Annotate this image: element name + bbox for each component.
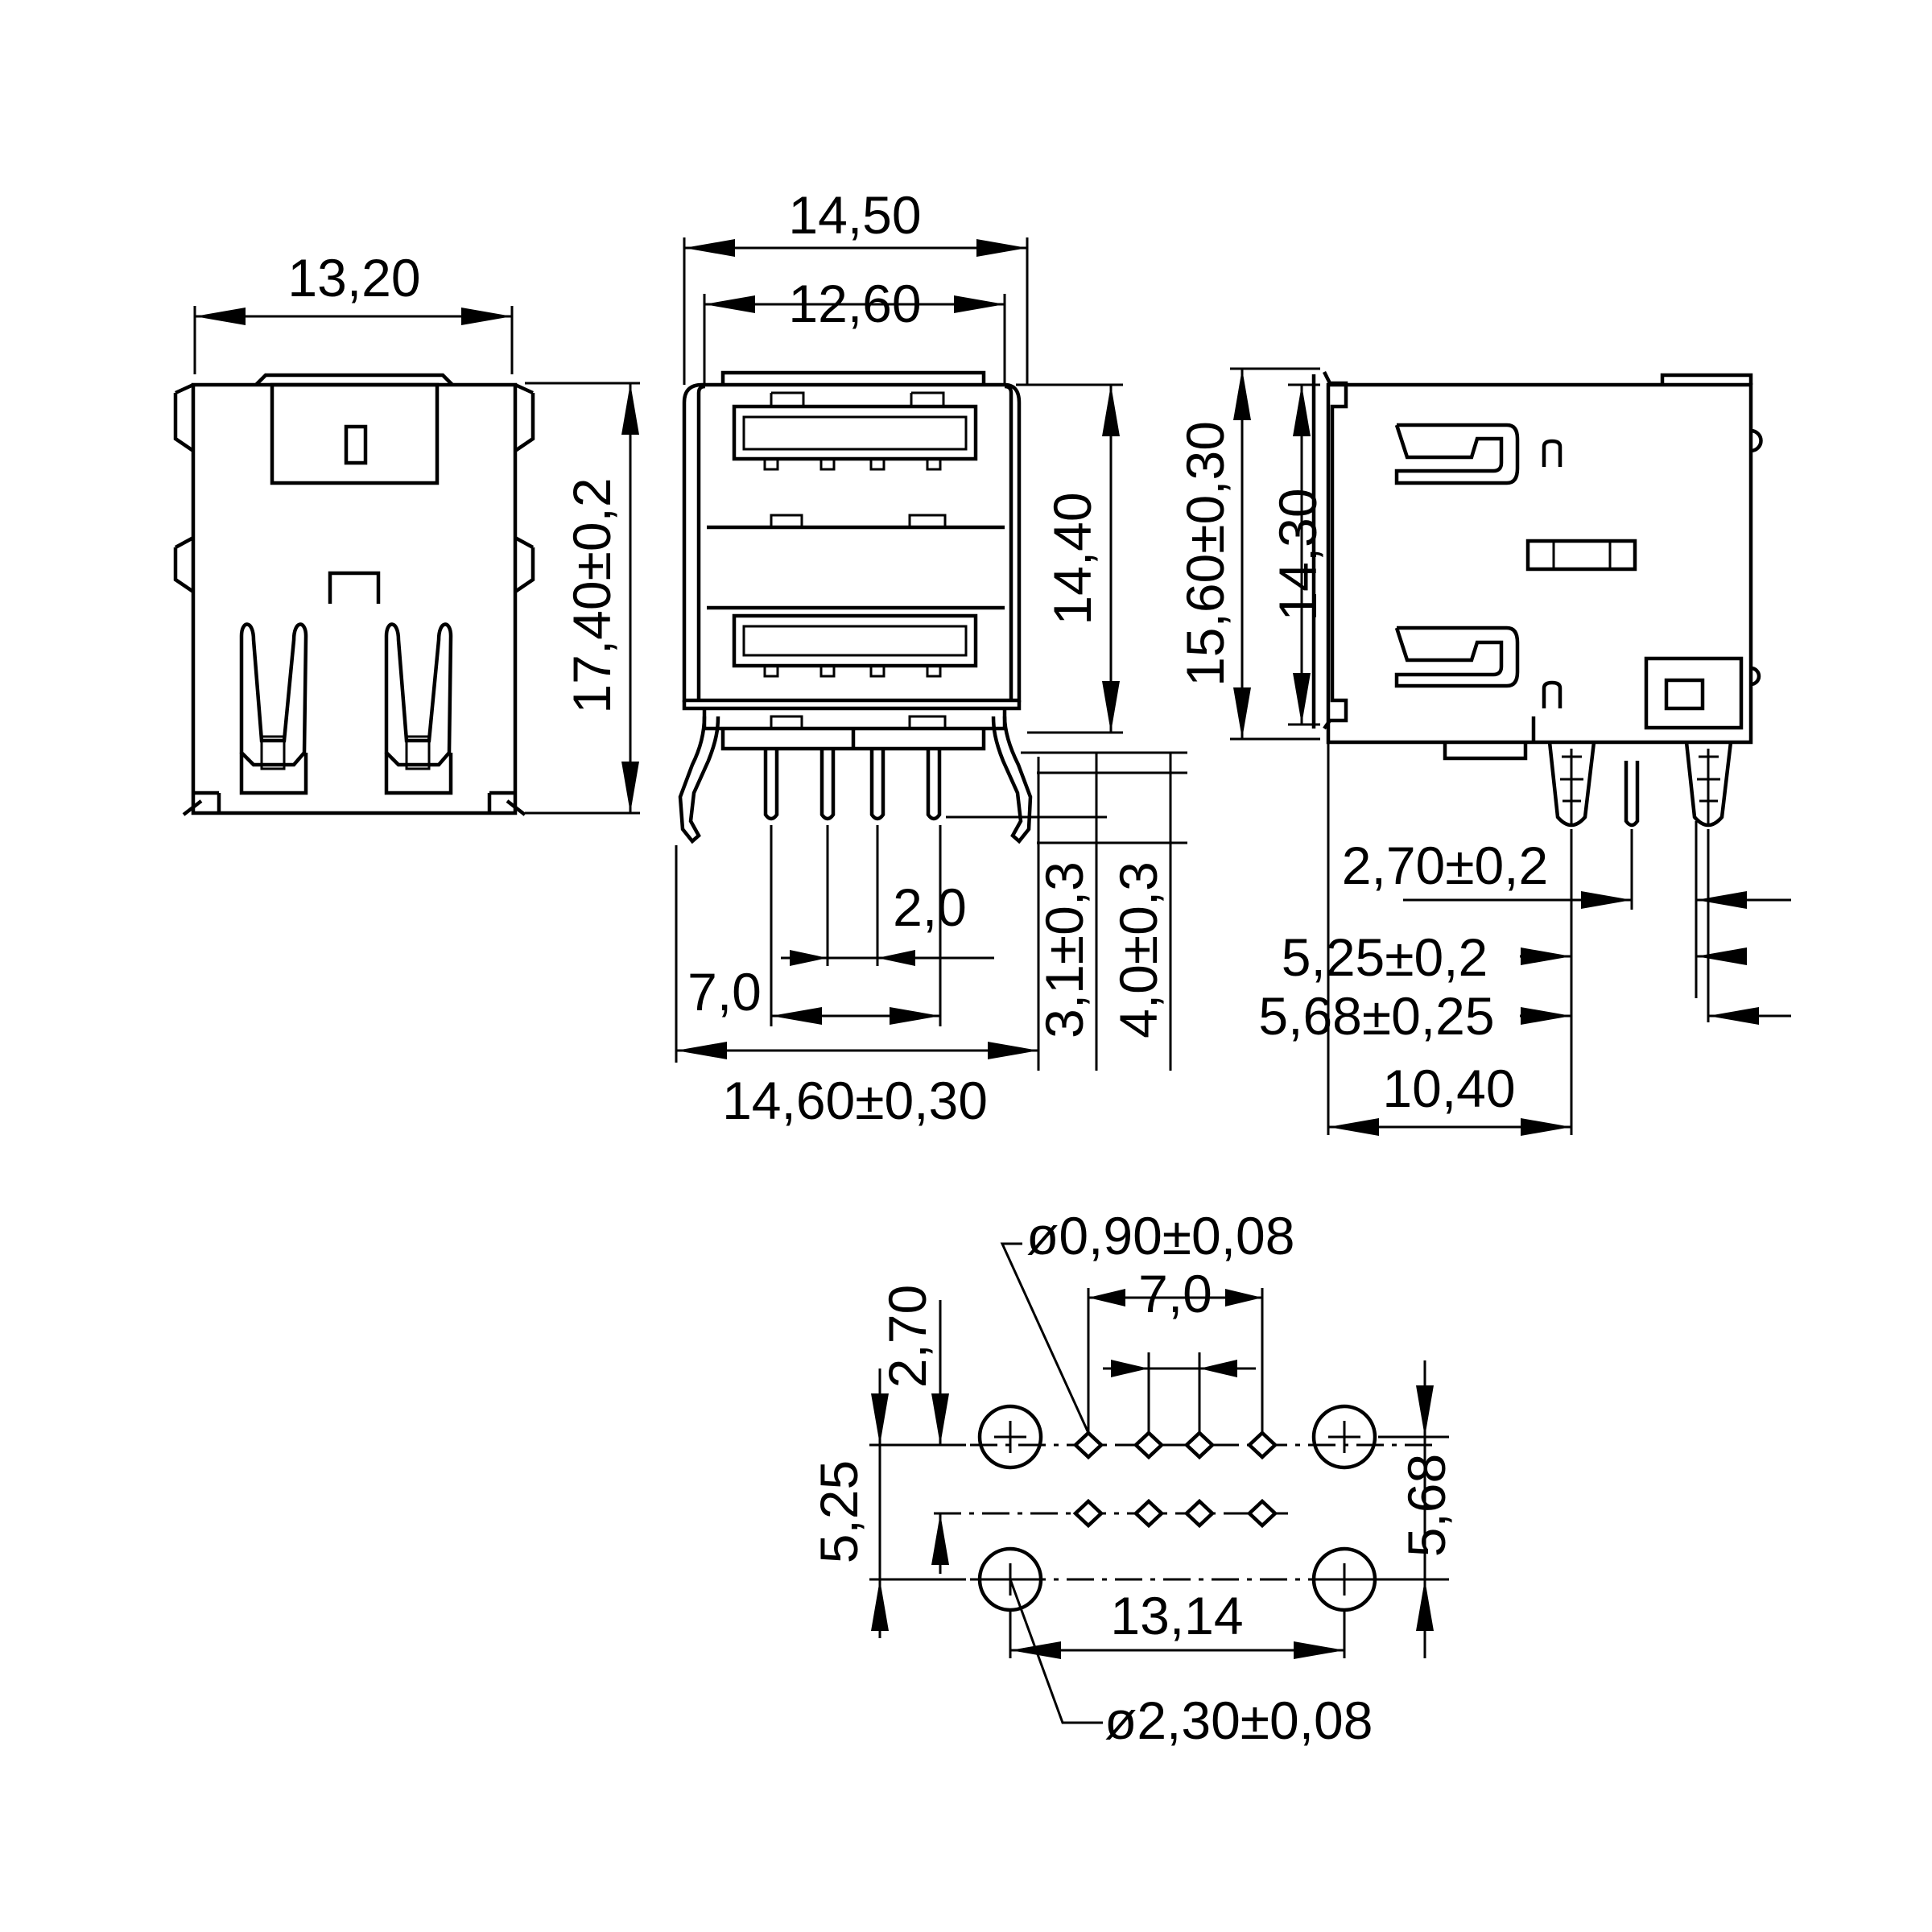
side-total-height-label: 15,60±0,30 [1175,421,1235,687]
footprint-pitch-marks [1103,1352,1256,1433]
connector-outline [678,370,1033,844]
front-view-outline [173,373,535,816]
side-body-height-dimension: 14,30 [1268,383,1327,726]
side-offset-1-label: 2,70±0,2 [1342,836,1548,895]
footprint-pin-span-label: 7,0 [1138,1264,1212,1323]
mount-hole-diameter-label: ø2,30±0,08 [1104,1690,1373,1750]
footprint-row-spacing-left-dimension: 5,25 [809,1368,966,1638]
pin-span-label: 7,0 [687,962,762,1022]
side-depth-dimension: 10,40 [1328,1059,1571,1136]
pin-span-dimension: 7,0 [687,825,942,1026]
side-offset-dimensions: 2,70±0,2 5,25±0,2 5,68±0,25 [1258,729,1791,1135]
connector-body-height-dimension: 14,40 [1016,383,1123,734]
mount-hole [977,1404,1043,1470]
total-width-dimension: 14,60±0,30 [675,845,1038,1130]
front-width-dimension: 13,20 [193,248,514,374]
pin-hole [1183,1430,1216,1460]
connector-view: 14,50 12,60 14,40 3,1±0,3 4,0±0,3 2,0 7,… [675,185,1187,1130]
side-offset-2-label: 5,25±0,2 [1282,927,1488,987]
front-width-label: 13,20 [287,248,420,308]
pin-pitch-dimension: 2,0 [781,825,994,966]
side-depth-label: 10,40 [1382,1059,1515,1118]
side-view-outline [1311,370,1763,828]
pin-hole [1246,1430,1278,1460]
pin-length-1-label: 3,1±0,3 [1034,861,1094,1038]
side-body-height-label: 14,30 [1268,488,1327,621]
pin-hole [1246,1498,1278,1529]
connector-inner-width-label: 12,60 [788,274,921,333]
pin-hole [1133,1498,1165,1529]
total-width-label: 14,60±0,30 [722,1071,988,1130]
footprint-view: ø0,90±0,08 7,0 2,70 5,25 5,68 13,14 ø2,3… [809,1206,1456,1750]
footprint-row-spacing-right-dimension: 5,68 [1378,1360,1456,1658]
pin-hole [1133,1430,1165,1460]
small-hole-diameter-callout: ø0,90±0,08 [1000,1206,1294,1434]
front-view: 13,20 17,40±0,2 [173,248,640,816]
connector-outer-width-dimension: 14,50 [683,185,1029,385]
footprint-pin-holes [1072,1430,1278,1529]
footprint-row-offset-dimension: 2,70 [877,1285,949,1574]
front-height-label: 17,40±0,2 [562,477,621,713]
footprint-pin-span-dimension: 7,0 [1087,1264,1264,1433]
pin-hole [1072,1498,1104,1529]
connector-inner-width-dimension: 12,60 [703,274,1006,385]
pin-length-2-label: 4,0±0,3 [1108,861,1168,1038]
connector-body-height-label: 14,40 [1042,492,1102,625]
footprint-row-offset-label: 2,70 [877,1285,937,1388]
side-offset-3-label: 5,68±0,25 [1258,986,1494,1046]
small-hole-diameter-label: ø0,90±0,08 [1026,1206,1294,1265]
pin-length-dimensions: 3,1±0,3 4,0±0,3 [946,751,1187,1071]
footprint-mount-spacing-label: 13,14 [1110,1586,1243,1645]
side-total-height-dimension: 15,60±0,30 [1175,367,1320,741]
mount-hole [1311,1404,1377,1470]
side-view: 15,60±0,30 14,30 2,70±0,2 5,25±0,2 5,68±… [1175,367,1791,1136]
pin-pitch-label: 2,0 [893,877,967,937]
mount-hole-diameter-callout: ø2,30±0,08 [1009,1579,1373,1750]
footprint-row-spacing-right-label: 5,68 [1397,1454,1456,1557]
pin-hole [1072,1430,1104,1460]
pin-hole [1183,1498,1216,1529]
front-height-dimension: 17,40±0,2 [525,382,640,815]
connector-outer-width-label: 14,50 [788,185,921,245]
footprint-mount-spacing-dimension: 13,14 [1009,1586,1346,1659]
footprint-row-spacing-left-label: 5,25 [809,1460,869,1563]
